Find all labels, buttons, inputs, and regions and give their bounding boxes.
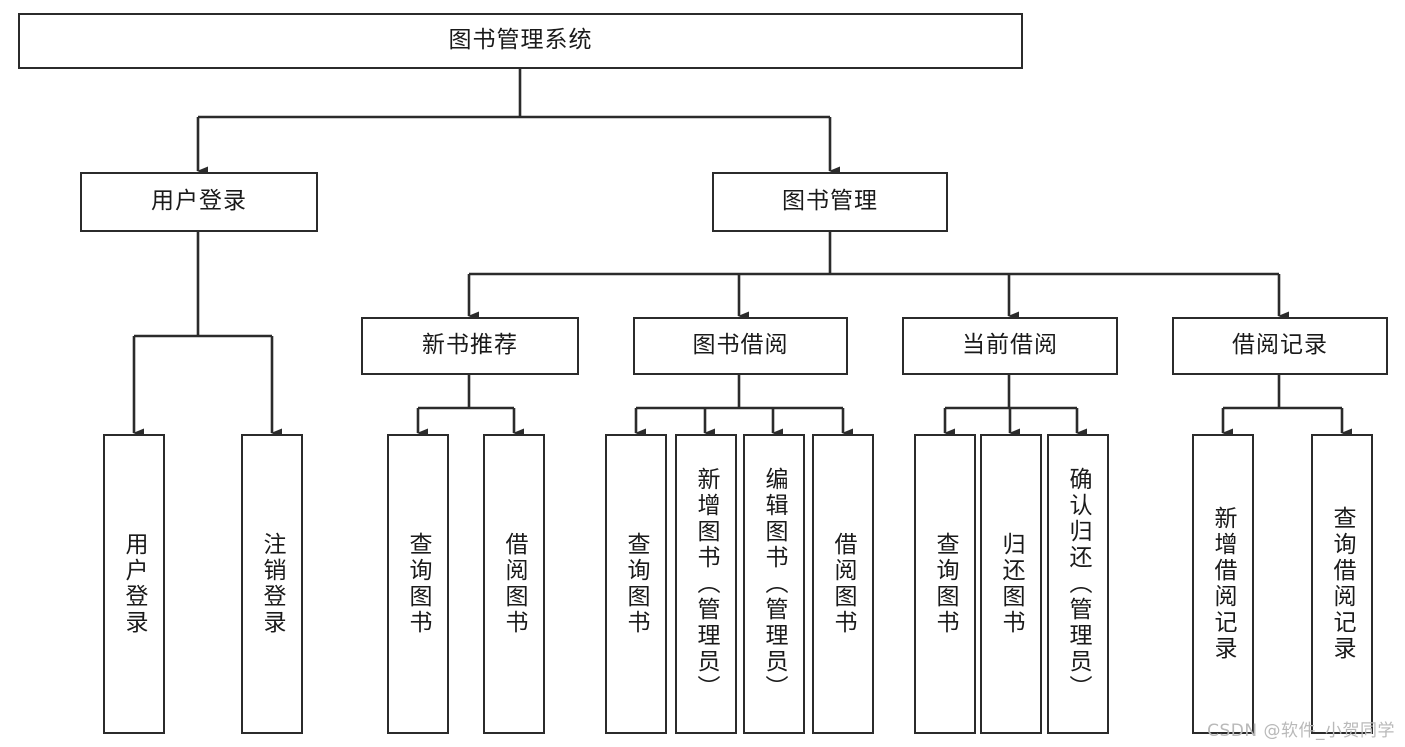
node-leaf-add-borrow-record-label: 新增借阅记录 — [1210, 506, 1236, 662]
node-book-borrow[interactable]: 图书借阅 — [633, 317, 848, 375]
node-leaf-borrow-book-b[interactable]: 借阅图书 — [812, 434, 874, 734]
node-current-borrow[interactable]: 当前借阅 — [902, 317, 1118, 375]
node-leaf-borrow-book-a[interactable]: 借阅图书 — [483, 434, 545, 734]
node-leaf-borrow-book-b-label: 借阅图书 — [830, 532, 856, 636]
node-leaf-query-borrow-record[interactable]: 查询借阅记录 — [1311, 434, 1373, 734]
node-leaf-confirm-return-admin[interactable]: 确认归还（管理员） — [1047, 434, 1109, 734]
node-new-book-recommend-label: 新书推荐 — [422, 332, 518, 359]
node-current-borrow-label: 当前借阅 — [962, 332, 1058, 359]
node-leaf-confirm-return-admin-label: 确认归还（管理员） — [1065, 467, 1091, 701]
node-leaf-query-borrow-record-label: 查询借阅记录 — [1329, 506, 1355, 662]
node-leaf-return-book-label: 归还图书 — [998, 532, 1024, 636]
node-leaf-edit-book-admin[interactable]: 编辑图书（管理员） — [743, 434, 805, 734]
node-user-login[interactable]: 用户登录 — [80, 172, 318, 232]
node-leaf-add-book-admin[interactable]: 新增图书（管理员） — [675, 434, 737, 734]
node-new-book-recommend[interactable]: 新书推荐 — [361, 317, 579, 375]
node-book-management-label: 图书管理 — [782, 188, 878, 215]
node-book-management[interactable]: 图书管理 — [712, 172, 948, 232]
node-leaf-add-book-admin-label: 新增图书（管理员） — [693, 467, 719, 701]
node-leaf-add-borrow-record[interactable]: 新增借阅记录 — [1192, 434, 1254, 734]
node-leaf-edit-book-admin-label: 编辑图书（管理员） — [761, 467, 787, 701]
node-leaf-return-book[interactable]: 归还图书 — [980, 434, 1042, 734]
node-borrow-record-label: 借阅记录 — [1232, 332, 1328, 359]
node-book-borrow-label: 图书借阅 — [692, 332, 789, 359]
node-leaf-borrow-book-a-label: 借阅图书 — [501, 532, 527, 636]
node-leaf-user-login-label: 用户登录 — [121, 532, 147, 636]
node-leaf-query-book-a-label: 查询图书 — [405, 532, 431, 636]
node-borrow-record[interactable]: 借阅记录 — [1172, 317, 1388, 375]
node-leaf-query-book-b-label: 查询图书 — [623, 532, 649, 636]
node-leaf-query-book-b[interactable]: 查询图书 — [605, 434, 667, 734]
node-leaf-logout-label: 注销登录 — [259, 532, 285, 636]
node-leaf-query-book-a[interactable]: 查询图书 — [387, 434, 449, 734]
node-leaf-query-book-c[interactable]: 查询图书 — [914, 434, 976, 734]
node-leaf-logout[interactable]: 注销登录 — [241, 434, 303, 734]
node-user-login-label: 用户登录 — [151, 188, 247, 215]
node-root[interactable]: 图书管理系统 — [18, 13, 1023, 69]
watermark-text: CSDN @软件_小贺同学 — [1207, 721, 1395, 741]
node-leaf-user-login[interactable]: 用户登录 — [103, 434, 165, 734]
node-root-label: 图书管理系统 — [448, 27, 593, 54]
node-leaf-query-book-c-label: 查询图书 — [932, 532, 958, 636]
